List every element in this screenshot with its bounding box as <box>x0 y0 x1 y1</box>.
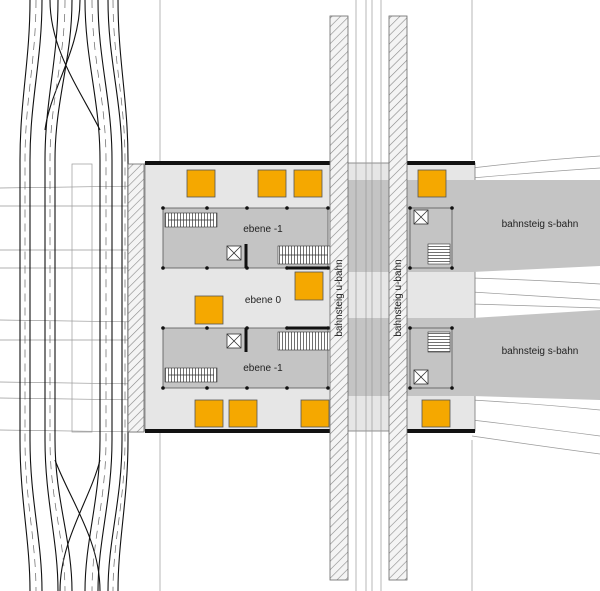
label-sbahn-top: bahnsteig s-bahn <box>502 219 579 230</box>
stair-right-bottom <box>427 331 451 353</box>
escalator-bottom-right <box>277 331 331 351</box>
kiosk <box>228 399 258 428</box>
label-level-minus1-top: ebene -1 <box>243 224 283 235</box>
interior-walls <box>244 244 330 352</box>
kiosk <box>417 169 447 198</box>
label-level-minus1-bottom: ebene -1 <box>243 363 283 374</box>
kiosk <box>300 399 330 428</box>
kiosk <box>186 169 216 198</box>
rail-track-centerlines <box>24 0 126 591</box>
kiosk <box>294 271 324 301</box>
left-inner-wall <box>71 163 93 433</box>
ubahn-platform-left <box>329 15 349 581</box>
label-ubahn-left: bahnsteig u-bahn <box>334 259 345 336</box>
kiosk <box>194 295 224 325</box>
kiosks <box>186 169 451 428</box>
label-sbahn-bottom: bahnsteig s-bahn <box>502 346 579 357</box>
elevator-icon <box>413 209 429 225</box>
ubahn-platform-right <box>388 15 408 581</box>
stair-right-top <box>427 243 451 265</box>
kiosk <box>293 169 323 198</box>
rail-tracks <box>19 0 129 591</box>
kiosk <box>421 399 451 428</box>
elevator-icon <box>226 333 242 349</box>
left-wall <box>127 163 145 433</box>
ubahn-tracks <box>355 0 382 591</box>
kiosk <box>194 399 224 428</box>
kiosk <box>257 169 287 198</box>
elevator-icon <box>413 369 429 385</box>
label-level-0: ebene 0 <box>245 295 282 306</box>
elevator-icon <box>226 245 242 261</box>
label-ubahn-right: bahnsteig u-bahn <box>393 259 404 336</box>
